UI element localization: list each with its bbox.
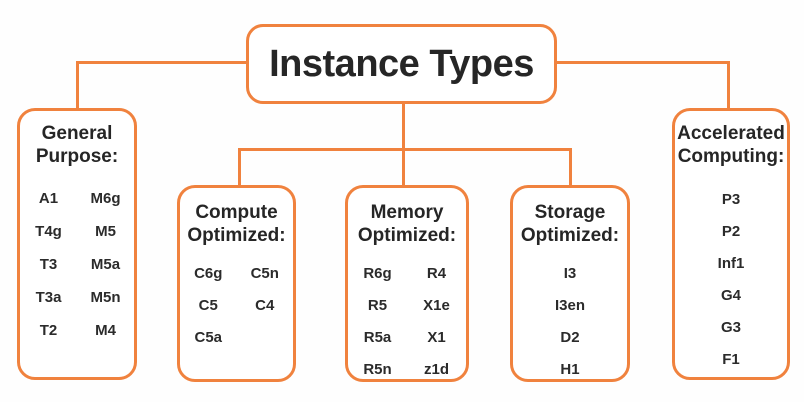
instance-type: T2 <box>39 321 58 339</box>
connector-drop-storage <box>569 148 572 187</box>
instance-list-general-purpose: A1 M6g T4g M5 T3 M5a T3a M5n T2 M4 <box>20 189 134 340</box>
instance-type: X1 <box>427 328 446 346</box>
diagram-title: Instance Types <box>269 42 534 85</box>
instance-type: T3 <box>39 255 58 273</box>
instance-type: C6g <box>194 264 223 282</box>
instance-type: M4 <box>95 321 116 339</box>
connector-drop-compute <box>238 148 241 187</box>
category-box-memory-optimized: Memory Optimized: R6g R4 R5 X1e R5a X1 R… <box>345 185 469 382</box>
instance-type: R4 <box>426 264 447 282</box>
category-heading-accelerated-computing: Accelerated Computing: <box>677 123 785 167</box>
root-node-instance-types: Instance Types <box>246 24 557 104</box>
instance-type: C4 <box>255 296 275 314</box>
connector-middle-horizontal <box>238 148 572 151</box>
instance-type: C5 <box>198 296 218 314</box>
instance-type: R5n <box>363 360 392 378</box>
connector-left-vertical <box>76 61 79 109</box>
instance-type: H1 <box>560 360 580 378</box>
instance-type: M5 <box>95 222 116 240</box>
instance-type: M5n <box>90 288 121 306</box>
instance-type: X1e <box>423 296 450 314</box>
instance-type: I3 <box>563 264 577 282</box>
connector-right-horizontal <box>556 61 729 64</box>
category-heading-storage-optimized: Storage Optimized: <box>520 202 620 246</box>
instance-list-memory-optimized: R6g R4 R5 X1e R5a X1 R5n z1d <box>348 264 466 379</box>
instance-list-compute-optimized: C6g C5n C5 C4 C5a <box>180 264 293 347</box>
instance-type: G4 <box>720 286 741 304</box>
instance-type: F1 <box>722 350 740 368</box>
instance-list-accelerated-computing: P3 P2 Inf1 G4 G3 F1 <box>675 190 787 369</box>
category-box-compute-optimized: Compute Optimized: C6g C5n C5 C4 C5a <box>177 185 296 382</box>
instance-type: M5a <box>90 255 121 273</box>
instance-type: D2 <box>560 328 580 346</box>
instance-list-storage-optimized: I3 I3en D2 H1 <box>513 264 627 379</box>
instance-type: z1d <box>423 360 449 378</box>
instance-type: Inf1 <box>717 254 745 272</box>
category-heading-memory-optimized: Memory Optimized: <box>357 202 457 246</box>
category-heading-general-purpose: General Purpose: <box>35 123 119 167</box>
category-box-storage-optimized: Storage Optimized: I3 I3en D2 H1 <box>510 185 630 382</box>
category-heading-compute-optimized: Compute Optimized: <box>187 202 286 246</box>
connector-left-horizontal <box>77 61 246 64</box>
instance-type: P3 <box>721 190 741 208</box>
instance-type: R5a <box>363 328 392 346</box>
category-box-general-purpose: General Purpose: A1 M6g T4g M5 T3 M5a T3… <box>17 108 137 380</box>
instance-type: T3a <box>35 288 62 306</box>
category-box-accelerated-computing: Accelerated Computing: P3 P2 Inf1 G4 G3 … <box>672 108 790 380</box>
instance-type: C5n <box>250 264 279 282</box>
instance-type: P2 <box>721 222 741 240</box>
instance-type: R5 <box>367 296 388 314</box>
instance-type: A1 <box>38 189 59 207</box>
instance-type: G3 <box>720 318 741 336</box>
connector-right-vertical <box>727 61 730 109</box>
instance-type: C5a <box>194 328 223 346</box>
instance-type: T4g <box>35 222 62 240</box>
connector-center-vertical <box>402 103 405 187</box>
instance-type: M6g <box>90 189 121 207</box>
instance-type: R6g <box>363 264 392 282</box>
instance-type: I3en <box>554 296 585 314</box>
